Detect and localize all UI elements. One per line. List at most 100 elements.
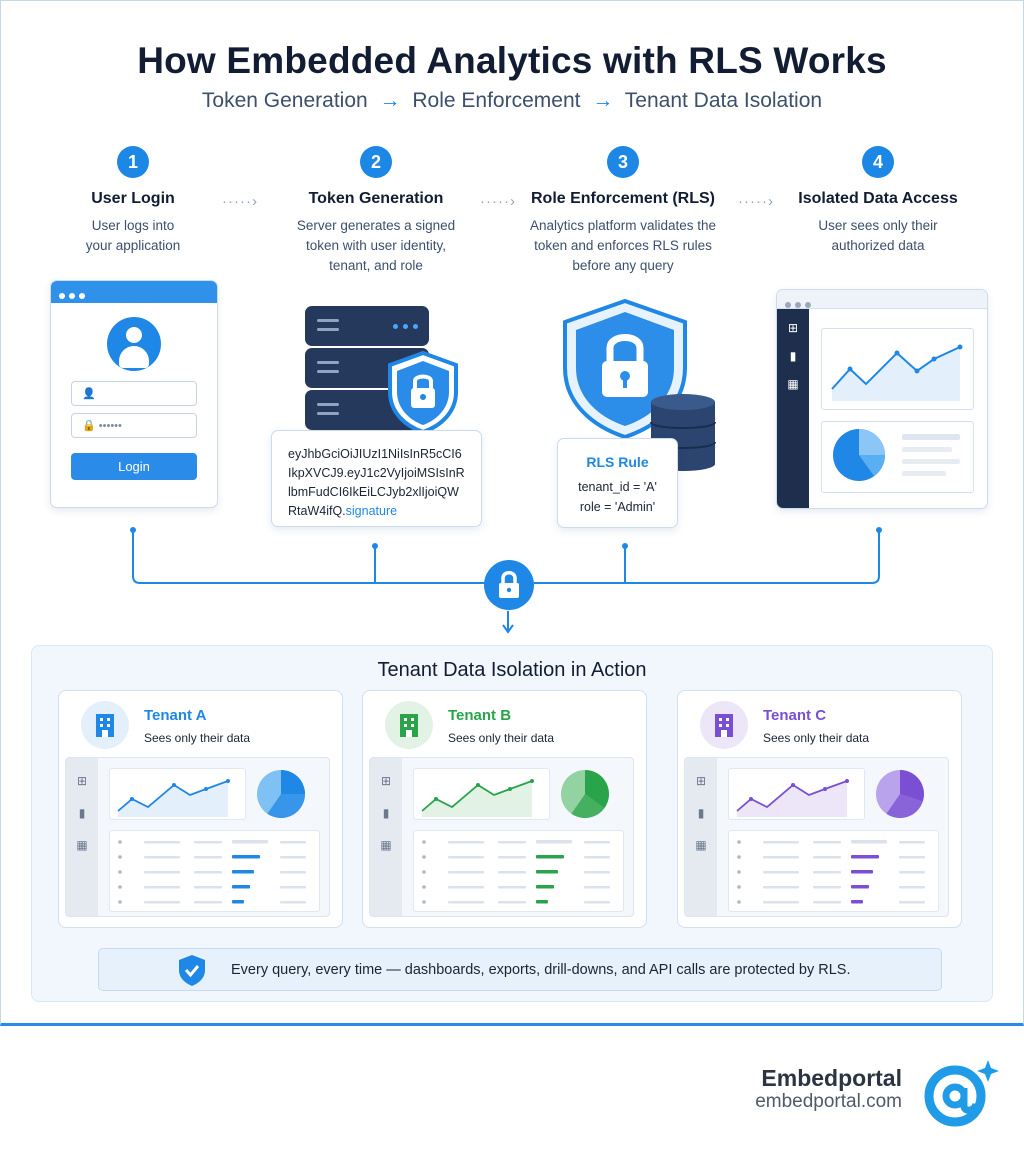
tenant-card-a: Tenant A Sees only their data ⊞ ▮ ▦ <box>58 690 343 928</box>
tenant-pie-chart <box>257 770 305 818</box>
user-avatar-icon <box>107 317 161 371</box>
step-description-line: User sees only their <box>818 218 938 233</box>
line-chart-graphic <box>831 344 963 401</box>
tenant-data-table <box>109 830 320 912</box>
building-icon <box>385 701 433 749</box>
pie-chart-card <box>821 421 974 493</box>
step-number: 2 <box>360 146 392 178</box>
password-field[interactable]: 🔒 •••••• <box>71 413 197 438</box>
building-icon <box>700 701 748 749</box>
lock-icon: 🔒 <box>82 420 96 432</box>
step-title: Role Enforcement (RLS) <box>530 190 715 207</box>
tenant-name: Tenant B <box>448 707 512 724</box>
grid-icon: ⊞ <box>76 774 88 788</box>
subtitle-arrow-1: → <box>379 89 401 112</box>
subtitle-part-isolation: Tenant Data Isolation <box>624 89 823 112</box>
tenant-pie-chart <box>561 770 609 818</box>
step-description: User logs into your application <box>13 216 253 256</box>
step-description-line: token with user identity, <box>305 238 447 253</box>
step-description-line: token and enforces RLS rules <box>534 238 712 253</box>
page-subtitle: Token Generation → Role Enforcement → Te… <box>0 89 1024 113</box>
brand-url: embedportal.com <box>755 1091 902 1112</box>
tenant-description: Sees only their data <box>144 731 251 745</box>
rls-rule-role: role = 'Admin' <box>579 500 656 514</box>
step-number: 1 <box>117 146 149 178</box>
table-icon: ▦ <box>695 838 707 852</box>
tenant-card-b: Tenant B Sees only their data ⊞ ▮ ▦ <box>362 690 647 928</box>
user-icon: 👤 <box>82 388 96 400</box>
tenant-name: Tenant C <box>763 707 827 724</box>
jwt-token-card: eyJhbGciOiJIUzI1NiIsInR5cCI6IkpXVCJ9.eyJ… <box>271 430 482 527</box>
tenant-data-table <box>413 830 624 912</box>
step-number: 4 <box>862 146 894 178</box>
rls-rule-title: RLS Rule <box>586 454 649 470</box>
login-window: 👤 🔒 •••••• Login <box>50 280 218 508</box>
step-number: 3 <box>607 146 639 178</box>
shield-lock-icon <box>388 350 458 434</box>
step-token-generation: 2 Token Generation Server generates a si… <box>256 146 496 276</box>
brand-logo-icon <box>924 1060 999 1127</box>
tenant-dashboard: ⊞ ▮ ▦ <box>684 757 949 917</box>
dashboard-sidebar: ⊞ ▮ ▦ <box>777 309 809 508</box>
flow-connector-lines <box>130 527 882 634</box>
window-titlebar <box>777 290 987 309</box>
step-isolated-data-access: 4 Isolated Data Access User sees only th… <box>758 146 998 256</box>
tenant-dashboard-sidebar: ⊞ ▮ ▦ <box>685 758 717 916</box>
rls-protection-note: Every query, every time — dashboards, ex… <box>98 948 942 991</box>
jwt-signature: signature <box>345 504 398 518</box>
bar-chart-icon: ▮ <box>697 806 705 820</box>
tenant-pie-chart <box>876 770 924 818</box>
step-description-line: Analytics platform validates the <box>529 218 717 233</box>
tenant-description: Sees only their data <box>763 731 870 745</box>
step-connector-arrow: ·····› <box>480 193 516 210</box>
tenant-line-chart <box>413 768 550 820</box>
window-titlebar <box>51 281 217 303</box>
password-value: •••••• <box>98 420 122 432</box>
tenant-description: Sees only their data <box>448 731 555 745</box>
login-button[interactable]: Login <box>71 453 197 480</box>
rls-shield-icon <box>563 298 687 440</box>
tenant-data-table <box>728 830 939 912</box>
tenant-dashboard: ⊞ ▮ ▦ <box>369 757 634 917</box>
isolated-dashboard-window: ⊞ ▮ ▦ <box>776 289 988 509</box>
step-user-login: 1 User Login User logs into your applica… <box>13 146 253 256</box>
step-connector-arrow: ·····› <box>738 193 774 210</box>
step-description-line: before any query <box>572 258 674 273</box>
tenant-card-c: Tenant C Sees only their data ⊞ ▮ ▦ <box>677 690 962 928</box>
subtitle-arrow-2: → <box>592 89 614 112</box>
bar-chart-icon: ▮ <box>789 349 797 363</box>
central-lock-icon <box>484 560 534 610</box>
pie-chart-graphic <box>833 429 960 481</box>
rls-protection-text: Every query, every time — dashboards, ex… <box>231 962 851 978</box>
building-icon <box>81 701 129 749</box>
step-title: User Login <box>91 190 175 207</box>
tenant-dashboard-sidebar: ⊞ ▮ ▦ <box>370 758 402 916</box>
step-connector-arrow: ·····› <box>222 193 258 210</box>
table-icon: ▦ <box>380 838 392 852</box>
step-description-line: tenant, and role <box>329 258 423 273</box>
shield-check-icon <box>179 955 205 986</box>
grid-icon: ⊞ <box>787 321 799 335</box>
step-description: Server generates a signed token with use… <box>256 216 496 276</box>
isolation-section-title: Tenant Data Isolation in Action <box>377 659 647 681</box>
table-icon: ▦ <box>787 377 799 391</box>
bar-chart-icon: ▮ <box>78 806 86 820</box>
step-description-line: User logs into <box>91 218 175 233</box>
step-description-line: Server generates a signed <box>296 218 456 233</box>
step-description-line: your application <box>85 238 181 253</box>
step-role-enforcement: 3 Role Enforcement (RLS) Analytics platf… <box>503 146 743 276</box>
step-description: User sees only their authorized data <box>758 216 998 256</box>
tenant-dashboard-sidebar: ⊞ ▮ ▦ <box>66 758 98 916</box>
subtitle-part-role: Role Enforcement <box>412 89 581 112</box>
username-field[interactable]: 👤 <box>71 381 197 406</box>
subtitle-part-token: Token Generation <box>201 89 368 112</box>
page-title: How Embedded Analytics with RLS Works <box>137 40 887 81</box>
step-description: Analytics platform validates the token a… <box>503 216 743 276</box>
jwt-token-text: eyJhbGciOiJIUzI1NiIsInR5cCI6IkpXVCJ9.eyJ… <box>288 447 465 518</box>
tenant-line-chart <box>109 768 246 820</box>
tenant-line-chart <box>728 768 865 820</box>
bar-chart-icon: ▮ <box>382 806 390 820</box>
line-chart-card <box>821 328 974 410</box>
brand-name: Embedportal <box>761 1065 902 1091</box>
table-icon: ▦ <box>76 838 88 852</box>
